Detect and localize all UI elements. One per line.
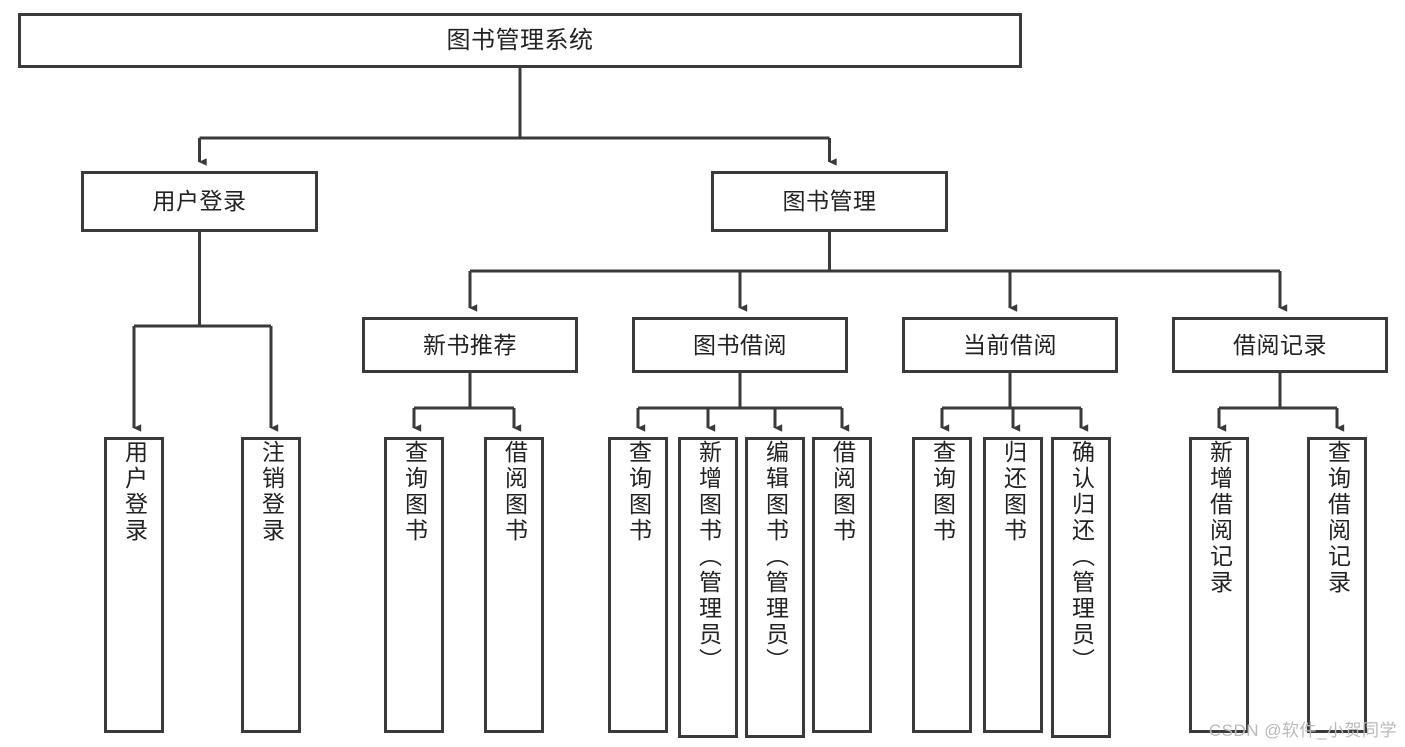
node-label-leaf-query-record: 查询借阅记录 xyxy=(1324,440,1351,596)
node-label-leaf-add-record: 新增借阅记录 xyxy=(1206,440,1233,596)
node-label-new-book-recommend: 新书推荐 xyxy=(423,331,517,358)
node-label-current-borrow: 当前借阅 xyxy=(963,331,1057,358)
node-label-leaf-add-book: 新增图书（管理员） xyxy=(695,440,722,674)
node-label-leaf-return-book: 归还图书 xyxy=(1000,440,1027,544)
node-leaf-confirm-return[interactable]: 确认归还（管理员） xyxy=(1051,437,1111,738)
node-leaf-query-record[interactable]: 查询借阅记录 xyxy=(1307,437,1367,733)
node-label-leaf-borrow-book-1: 借阅图书 xyxy=(501,440,528,544)
node-leaf-user-login[interactable]: 用户登录 xyxy=(104,437,164,733)
node-borrow-record[interactable]: 借阅记录 xyxy=(1172,317,1388,373)
node-new-book-recommend[interactable]: 新书推荐 xyxy=(362,317,578,373)
node-user-login[interactable]: 用户登录 xyxy=(81,171,318,232)
node-label-leaf-logout: 注销登录 xyxy=(258,440,285,544)
node-label-leaf-query-book-3: 查询图书 xyxy=(929,440,956,544)
node-leaf-query-book-3[interactable]: 查询图书 xyxy=(912,437,972,733)
node-leaf-borrow-book-2[interactable]: 借阅图书 xyxy=(812,437,872,733)
node-leaf-return-book[interactable]: 归还图书 xyxy=(983,437,1043,733)
node-label-leaf-borrow-book-2: 借阅图书 xyxy=(829,440,856,544)
node-label-book-management: 图书管理 xyxy=(782,188,877,215)
node-book-management[interactable]: 图书管理 xyxy=(711,171,948,232)
node-leaf-query-book-2[interactable]: 查询图书 xyxy=(608,437,668,733)
node-leaf-query-book-1[interactable]: 查询图书 xyxy=(384,437,444,733)
connector-paths xyxy=(132,68,1345,432)
node-label-leaf-query-book-1: 查询图书 xyxy=(401,440,428,544)
node-leaf-add-book[interactable]: 新增图书（管理员） xyxy=(678,437,738,738)
node-label-book-borrow: 图书借阅 xyxy=(693,331,787,358)
csdn-watermark: CSDN @软件_小贺同学 xyxy=(1208,721,1397,740)
node-label-borrow-record: 借阅记录 xyxy=(1233,331,1327,358)
node-label-user-login: 用户登录 xyxy=(152,188,247,215)
node-root[interactable]: 图书管理系统 xyxy=(18,13,1022,68)
node-label-leaf-confirm-return: 确认归还（管理员） xyxy=(1068,440,1095,674)
node-current-borrow[interactable]: 当前借阅 xyxy=(902,317,1118,373)
node-label-leaf-user-login: 用户登录 xyxy=(121,440,148,544)
node-leaf-edit-book[interactable]: 编辑图书（管理员） xyxy=(745,437,805,738)
node-label-root: 图书管理系统 xyxy=(446,26,594,54)
node-leaf-logout[interactable]: 注销登录 xyxy=(241,437,301,733)
node-leaf-borrow-book-1[interactable]: 借阅图书 xyxy=(484,437,544,733)
node-label-leaf-query-book-2: 查询图书 xyxy=(625,440,652,544)
node-label-leaf-edit-book: 编辑图书（管理员） xyxy=(762,440,789,674)
node-leaf-add-record[interactable]: 新增借阅记录 xyxy=(1189,437,1249,733)
node-book-borrow[interactable]: 图书借阅 xyxy=(632,317,848,373)
